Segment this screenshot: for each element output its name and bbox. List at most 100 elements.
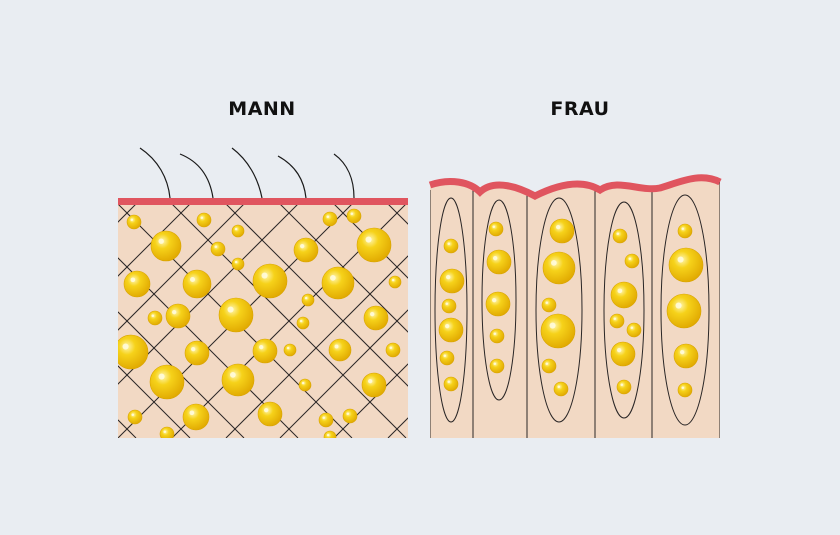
fat-cell bbox=[385, 342, 401, 358]
fat-cell bbox=[127, 409, 143, 425]
fat-cell bbox=[441, 298, 457, 314]
fat-cell bbox=[485, 291, 511, 317]
fat-cell bbox=[184, 340, 210, 366]
female-chamber-2 bbox=[481, 199, 517, 401]
fat-cell bbox=[610, 341, 636, 367]
fat-cell bbox=[126, 214, 142, 230]
female-fat-cells bbox=[438, 218, 704, 398]
fat-cell bbox=[626, 322, 642, 338]
fat-cell bbox=[439, 268, 465, 294]
fat-cell bbox=[624, 253, 640, 269]
fat-cell bbox=[283, 343, 297, 357]
male-skin-layer bbox=[118, 198, 408, 205]
grid-line bbox=[0, 204, 28, 438]
fat-cell bbox=[293, 237, 319, 263]
grid-line bbox=[118, 204, 137, 223]
fat-cell bbox=[346, 208, 362, 224]
grid-line bbox=[225, 255, 408, 438]
fat-cell bbox=[159, 426, 175, 438]
fat-cell bbox=[147, 310, 163, 326]
male-skin-panel bbox=[0, 147, 408, 438]
fat-cell bbox=[541, 297, 557, 313]
grid-line bbox=[118, 365, 191, 438]
fat-cell bbox=[182, 403, 210, 431]
hair-4 bbox=[277, 155, 307, 199]
fat-cell bbox=[301, 293, 315, 307]
male-hairs bbox=[139, 147, 355, 199]
male-fat-cells bbox=[118, 208, 402, 438]
fat-cell bbox=[486, 249, 512, 275]
fat-cell bbox=[542, 251, 576, 285]
fat-cell bbox=[165, 303, 191, 329]
fat-cell bbox=[196, 212, 212, 228]
fat-cell bbox=[443, 376, 459, 392]
fat-cell bbox=[540, 313, 576, 349]
grid-line bbox=[0, 204, 28, 438]
diagram-label-female: FRAU bbox=[550, 98, 610, 120]
grid-line bbox=[0, 204, 82, 438]
grid-line bbox=[118, 419, 137, 438]
fat-cell bbox=[677, 223, 693, 239]
grid-line bbox=[279, 309, 408, 438]
diagram-label-male: MANN bbox=[228, 98, 296, 120]
fat-cell bbox=[439, 350, 455, 366]
female-chamber-4 bbox=[603, 201, 645, 419]
fat-cell bbox=[252, 263, 288, 299]
fat-cell bbox=[221, 363, 255, 397]
fat-cell bbox=[489, 358, 505, 374]
hair-3 bbox=[231, 147, 263, 199]
fat-cell bbox=[438, 317, 464, 343]
female-septa bbox=[430, 180, 720, 438]
fat-cell bbox=[218, 297, 254, 333]
fat-cell bbox=[210, 241, 226, 257]
fat-cell bbox=[342, 408, 358, 424]
fat-cell bbox=[668, 247, 704, 283]
fat-cell bbox=[388, 275, 402, 289]
fat-cell bbox=[328, 338, 352, 362]
female-chamber-1 bbox=[434, 197, 468, 423]
hair-1 bbox=[139, 147, 171, 199]
hair-5 bbox=[333, 153, 355, 199]
fat-cell bbox=[257, 401, 283, 427]
fat-cell bbox=[123, 270, 151, 298]
fat-cell bbox=[150, 230, 182, 262]
female-skin-panel bbox=[428, 174, 722, 438]
grid-line bbox=[0, 204, 82, 438]
fat-cell bbox=[541, 358, 557, 374]
female-chamber-3 bbox=[535, 197, 583, 423]
fat-cell bbox=[553, 381, 569, 397]
fat-cell bbox=[363, 305, 389, 331]
fat-cell bbox=[296, 316, 310, 330]
fat-cell bbox=[149, 364, 185, 400]
fat-cell bbox=[231, 257, 245, 271]
fat-cell bbox=[298, 378, 312, 392]
grid-line bbox=[333, 363, 408, 438]
fat-cell bbox=[321, 266, 355, 300]
female-chamber-5 bbox=[660, 194, 710, 426]
fat-cell bbox=[361, 372, 387, 398]
fat-cell bbox=[673, 343, 699, 369]
fat-cell bbox=[443, 238, 459, 254]
female-tissue bbox=[430, 177, 720, 438]
hair-2 bbox=[179, 153, 214, 199]
fat-cell bbox=[318, 412, 334, 428]
fat-cell bbox=[489, 328, 505, 344]
fat-cell bbox=[612, 228, 628, 244]
fat-cell bbox=[610, 281, 638, 309]
fat-cell bbox=[252, 338, 278, 364]
fat-cell bbox=[616, 379, 632, 395]
fat-cell bbox=[231, 224, 245, 238]
fat-cell bbox=[666, 293, 702, 329]
fat-cell bbox=[118, 334, 149, 370]
fat-cell bbox=[182, 269, 212, 299]
female-skin-layer bbox=[428, 174, 722, 200]
fat-cell bbox=[356, 227, 392, 263]
fat-cell bbox=[488, 221, 504, 237]
fat-cell bbox=[323, 430, 337, 438]
fat-cell bbox=[322, 211, 338, 227]
fat-cell bbox=[549, 218, 575, 244]
fat-cell bbox=[609, 313, 625, 329]
grid-line bbox=[118, 204, 245, 331]
fat-cell bbox=[677, 382, 693, 398]
